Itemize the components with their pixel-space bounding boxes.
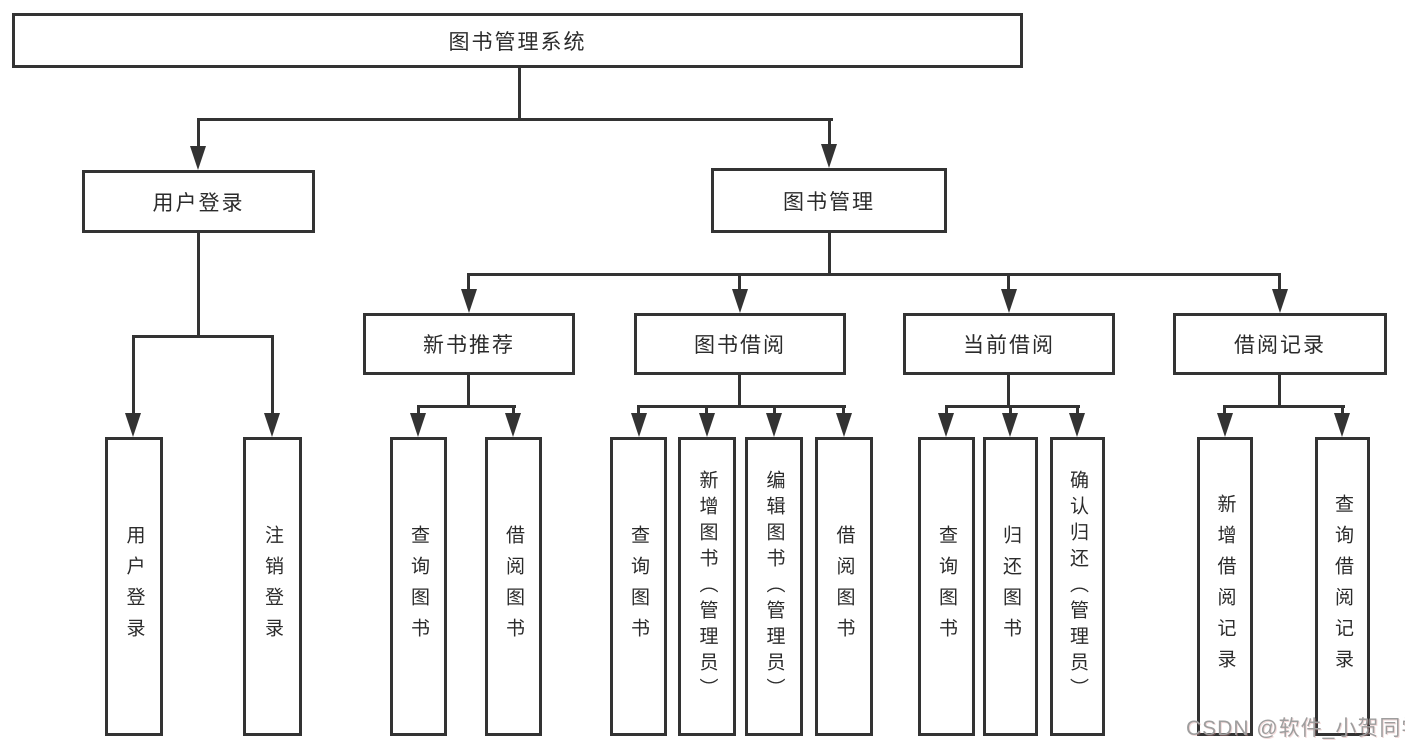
arrow-down-icon bbox=[461, 289, 477, 313]
connector-line bbox=[738, 273, 741, 291]
node-borrow-records: 借阅记录 bbox=[1173, 313, 1387, 375]
leaf-add-book-admin: 新增图书（管理员） bbox=[678, 437, 736, 736]
leaf-query-books-current: 查询图书 bbox=[918, 437, 975, 736]
node-current-borrow: 当前借阅 bbox=[903, 313, 1115, 375]
connector-line bbox=[417, 405, 516, 408]
leaf-user-login-label: 用户登录 bbox=[123, 524, 145, 649]
connector-line bbox=[417, 405, 420, 415]
arrow-down-icon bbox=[190, 146, 206, 170]
node-library-system-label: 图书管理系统 bbox=[448, 30, 587, 54]
connector-line bbox=[197, 118, 833, 121]
arrow-down-icon bbox=[125, 413, 141, 437]
connector-line bbox=[1223, 405, 1345, 408]
leaf-edit-book-admin: 编辑图书（管理员） bbox=[745, 437, 803, 736]
connector-line bbox=[518, 66, 521, 120]
node-new-book-recommend: 新书推荐 bbox=[363, 313, 575, 375]
leaf-confirm-return-admin: 确认归还（管理员） bbox=[1050, 437, 1105, 736]
arrow-down-icon bbox=[1272, 289, 1288, 313]
leaf-return-books-label: 归还图书 bbox=[1000, 524, 1021, 649]
arrow-down-icon bbox=[264, 413, 280, 437]
arrow-down-icon bbox=[410, 413, 426, 437]
leaf-return-books: 归还图书 bbox=[983, 437, 1038, 736]
leaf-borrow-books-label: 借阅图书 bbox=[833, 524, 855, 649]
arrow-down-icon bbox=[938, 413, 954, 437]
connector-line bbox=[132, 335, 135, 415]
connector-line bbox=[945, 405, 948, 415]
connector-line bbox=[197, 118, 200, 148]
leaf-confirm-return-admin-label: 确认归还（管理员） bbox=[1067, 469, 1088, 704]
leaf-add-borrow-record: 新增借阅记录 bbox=[1197, 437, 1253, 736]
connector-line bbox=[828, 233, 831, 275]
node-book-borrow-label: 图书借阅 bbox=[694, 334, 786, 357]
leaf-query-borrow-record: 查询借阅记录 bbox=[1315, 437, 1370, 736]
leaf-add-borrow-record-label: 新增借阅记录 bbox=[1214, 493, 1236, 680]
leaf-logout: 注销登录 bbox=[243, 437, 302, 736]
connector-line bbox=[512, 405, 515, 415]
leaf-query-books-recommend-label: 查询图书 bbox=[408, 524, 429, 649]
connector-line bbox=[1278, 375, 1281, 407]
connector-line bbox=[197, 233, 200, 335]
node-user-login-label: 用户登录 bbox=[152, 191, 245, 215]
arrow-down-icon bbox=[1002, 413, 1018, 437]
leaf-query-books-recommend: 查询图书 bbox=[390, 437, 447, 736]
leaf-logout-label: 注销登录 bbox=[262, 524, 283, 649]
connector-line bbox=[1007, 375, 1010, 407]
leaf-borrow-books-recommend-label: 借阅图书 bbox=[503, 524, 524, 649]
connector-line bbox=[1007, 273, 1010, 291]
leaf-query-borrow-record-label: 查询借阅记录 bbox=[1332, 493, 1353, 680]
arrow-down-icon bbox=[1001, 289, 1017, 313]
connector-line bbox=[1278, 273, 1281, 291]
arrow-down-icon bbox=[631, 413, 647, 437]
arrow-down-icon bbox=[699, 413, 715, 437]
leaf-query-books-current-label: 查询图书 bbox=[936, 524, 957, 649]
connector-line bbox=[842, 405, 845, 415]
leaf-add-book-admin-label: 新增图书（管理员） bbox=[696, 469, 718, 704]
connector-line bbox=[738, 375, 741, 407]
node-book-management-label: 图书管理 bbox=[783, 190, 875, 214]
arrow-down-icon bbox=[766, 413, 782, 437]
leaf-user-login: 用户登录 bbox=[105, 437, 163, 736]
arrow-down-icon bbox=[505, 413, 521, 437]
connector-line bbox=[945, 405, 1080, 408]
connector-line bbox=[705, 405, 708, 415]
leaf-borrow-books: 借阅图书 bbox=[815, 437, 873, 736]
connector-line bbox=[467, 273, 470, 291]
connector-line bbox=[132, 335, 274, 338]
connector-line bbox=[828, 118, 831, 146]
leaf-borrow-books-recommend: 借阅图书 bbox=[485, 437, 542, 736]
leaf-edit-book-admin-label: 编辑图书（管理员） bbox=[763, 469, 785, 704]
arrow-down-icon bbox=[1069, 413, 1085, 437]
arrow-down-icon bbox=[1334, 413, 1350, 437]
leaf-query-books-borrow: 查询图书 bbox=[610, 437, 667, 736]
connector-line bbox=[1076, 405, 1079, 415]
connector-line bbox=[1009, 405, 1012, 415]
connector-line bbox=[467, 375, 470, 407]
arrow-down-icon bbox=[1217, 413, 1233, 437]
csdn-watermark: CSDN @软件_小贺同学 bbox=[1186, 717, 1405, 740]
arrow-down-icon bbox=[732, 289, 748, 313]
node-new-book-recommend-label: 新书推荐 bbox=[423, 334, 515, 357]
node-book-borrow: 图书借阅 bbox=[634, 313, 846, 375]
connector-line bbox=[637, 405, 640, 415]
connector-line bbox=[637, 405, 846, 408]
connector-line bbox=[271, 335, 274, 415]
node-current-borrow-label: 当前借阅 bbox=[963, 334, 1055, 357]
connector-line bbox=[467, 273, 1281, 276]
node-book-management: 图书管理 bbox=[711, 168, 947, 233]
leaf-query-books-borrow-label: 查询图书 bbox=[628, 524, 649, 649]
connector-line bbox=[773, 405, 776, 415]
arrow-down-icon bbox=[836, 413, 852, 437]
node-library-system: 图书管理系统 bbox=[12, 13, 1023, 68]
connector-line bbox=[1223, 405, 1226, 415]
arrow-down-icon bbox=[821, 144, 837, 168]
connector-line bbox=[1341, 405, 1344, 415]
node-user-login: 用户登录 bbox=[82, 170, 315, 233]
node-borrow-records-label: 借阅记录 bbox=[1234, 334, 1326, 357]
